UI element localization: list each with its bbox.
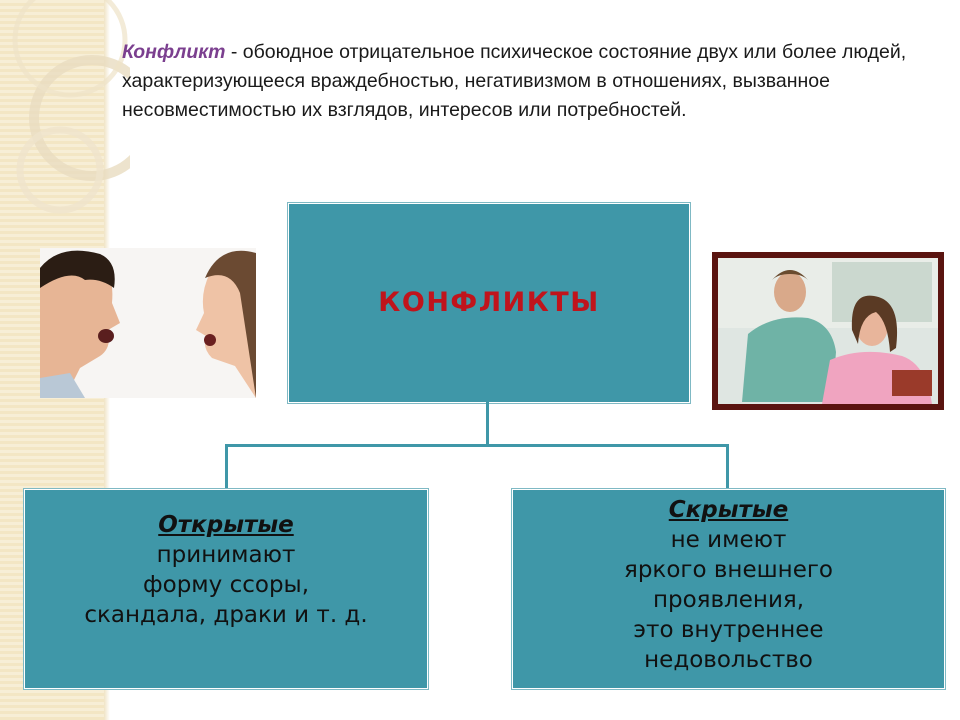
hidden-conflicts-line-1: не имеют <box>670 527 787 553</box>
hidden-conflicts-heading: Скрытые <box>668 497 789 523</box>
connector-left-branch <box>225 444 228 489</box>
hidden-conflicts-box: Скрытые не имеют яркого внешнего проявле… <box>512 489 945 689</box>
connector-right-branch <box>726 444 729 489</box>
man-hair <box>772 270 808 280</box>
man-shirt <box>742 317 836 402</box>
open-conflicts-box: Открытые принимают форму ссоры, скандала… <box>24 489 428 689</box>
man-head <box>774 272 806 312</box>
open-conflicts-line-1: принимают <box>156 542 296 568</box>
arguing-couple-illustration <box>40 248 256 398</box>
hidden-conflicts-line-5: недовольство <box>644 647 813 673</box>
open-conflicts-line-2: форму ссоры, <box>142 572 310 598</box>
ring-top <box>12 0 128 98</box>
definition-paragraph: Конфликт - обоюдное отрицательное психич… <box>122 38 932 125</box>
upset-couple-illustration <box>712 252 944 410</box>
man-shirt <box>40 373 85 398</box>
open-conflicts-heading: Открытые <box>158 512 294 538</box>
hidden-conflicts-line-4: это внутреннее <box>633 617 824 643</box>
photo-arguing-couple <box>40 248 256 398</box>
definition-dash: - <box>225 41 243 63</box>
woman-hair <box>205 250 256 398</box>
definition-term: Конфликт <box>122 41 226 63</box>
definition-text: обоюдное отрицательное психическое состо… <box>122 41 907 121</box>
sofa-arm <box>892 370 932 396</box>
open-conflicts-line-3: скандала, драки и т. д. <box>84 602 368 628</box>
ring-small <box>16 126 104 214</box>
ring-large <box>29 55 130 181</box>
man-hair <box>40 250 115 288</box>
woman-hair <box>851 295 898 352</box>
conflicts-root-title: КОНФЛИКТЫ <box>378 287 600 318</box>
connector-vertical-root <box>486 402 489 445</box>
conflicts-root-box: КОНФЛИКТЫ <box>288 203 690 403</box>
hidden-conflicts-line-2: яркого внешнего <box>624 557 833 583</box>
man-face <box>40 254 120 398</box>
man-mouth <box>98 329 114 343</box>
decorative-rings <box>12 0 130 214</box>
woman-mouth <box>204 334 216 346</box>
photo-upset-couple <box>712 252 944 410</box>
hidden-conflicts-line-3: проявления, <box>652 587 805 613</box>
connector-horizontal <box>225 444 729 447</box>
